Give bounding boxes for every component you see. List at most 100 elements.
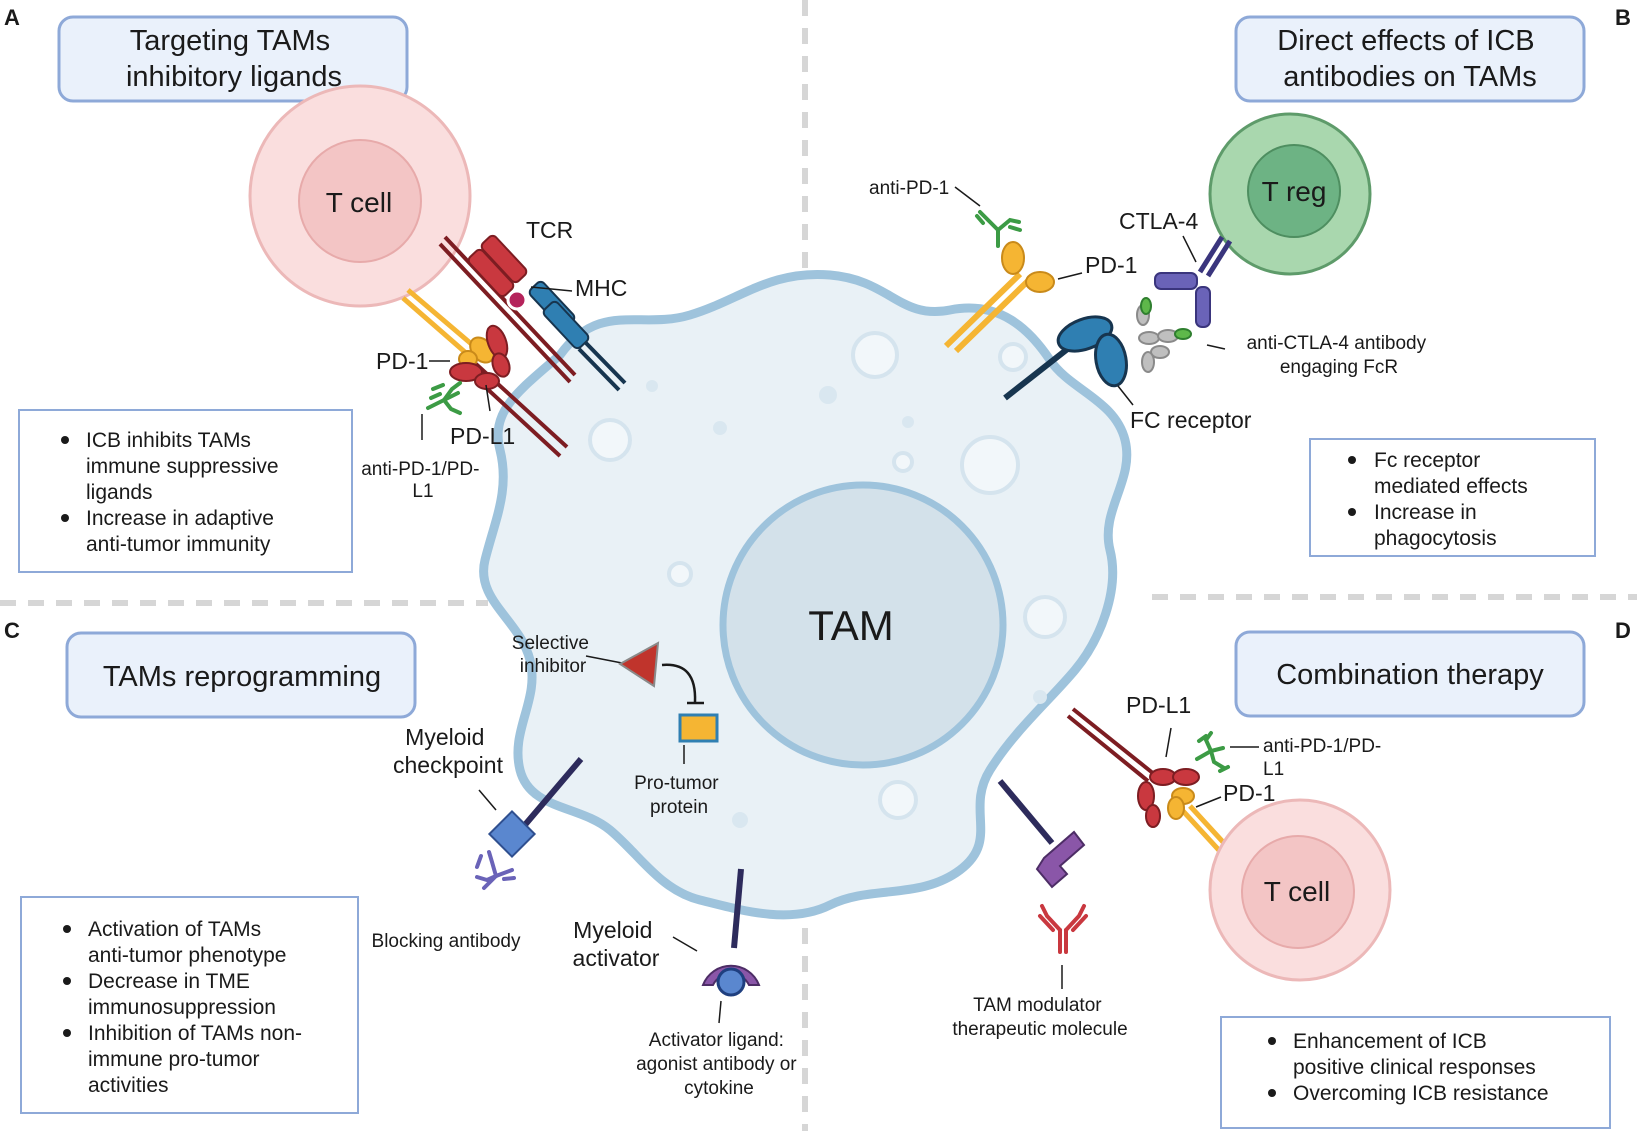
antibody-icon-d (1195, 731, 1230, 773)
panel-b-title: Direct effects of ICB antibodies on TAMs (1277, 25, 1542, 93)
treg-cell: T reg (1208, 112, 1372, 276)
treg-nucleus (1247, 144, 1341, 238)
vesicle (878, 780, 918, 820)
granule (902, 416, 914, 428)
pd1-label-b: PD-1 (1085, 252, 1137, 278)
blocking-antibody-label: Blocking antibody (372, 931, 521, 952)
tam-modulator-icon (1038, 904, 1088, 954)
panel-c-bullet-box (20, 896, 359, 1114)
panel-a-bullet-box (18, 409, 353, 573)
tam-nucleus (719, 481, 1007, 769)
ctla4-label: CTLA-4 (1119, 208, 1198, 234)
t-cell-d: T cell (1208, 798, 1392, 982)
panel-c-title-box (65, 631, 417, 719)
panel-b: B Direct effects of ICB antibodies on TA… (869, 5, 1631, 557)
granule (713, 421, 727, 435)
svg-text:activities: activities (88, 1074, 169, 1097)
anti-pd1-pdl1-label-d: anti-PD-1/PD- L1 (1263, 736, 1387, 780)
antibody-icon-anti-ctla4 (1136, 297, 1192, 373)
svg-text:Inhibition of TAMs non-: Inhibition of TAMs non- (88, 1022, 302, 1045)
myeloid-checkpoint-label: Myeloid checkpoint (393, 724, 504, 778)
t-cell-d-nucleus (1241, 835, 1355, 949)
anti-pd1-label-b: anti-PD-1 (869, 178, 949, 199)
pro-tumor-protein-icon (678, 713, 719, 743)
svg-text:immune pro-tumor: immune pro-tumor (88, 1048, 260, 1071)
myeloid-checkpoint-receptor (487, 757, 584, 859)
svg-text:positive clinical responses: positive clinical responses (1293, 1056, 1536, 1079)
vesicle (998, 342, 1028, 372)
fc-receptor (1003, 315, 1128, 401)
svg-text:Increase in adaptive: Increase in adaptive (86, 507, 274, 530)
tam-label: TAM (808, 602, 894, 649)
tam-modulator-receptor (997, 779, 1086, 889)
pd1-receptor-b (943, 241, 1055, 354)
svg-text:ICB inhibits TAMs: ICB inhibits TAMs (86, 429, 251, 452)
tam-granules (646, 380, 1047, 828)
panel-d-bullets: Enhancement of ICB positive clinical res… (1268, 1030, 1549, 1105)
svg-text:Activation of TAMs: Activation of TAMs (88, 918, 261, 941)
treg-label: T reg (1262, 176, 1327, 207)
vesicle (960, 435, 1020, 495)
antigen-peptide (506, 289, 528, 311)
svg-text:Overcoming ICB resistance: Overcoming ICB resistance (1293, 1082, 1549, 1105)
tam-cell: TAM (479, 269, 1132, 920)
ctla4-receptor (1154, 235, 1233, 328)
panel-c-bullets: Activation of TAMs anti-tumor phenotype … (63, 918, 302, 1097)
panel-letter-a: A (4, 5, 20, 30)
selective-inhibitor-label: Selective inhibitor (512, 633, 594, 677)
t-cell-a-nucleus (298, 139, 422, 263)
panel-letter-d: D (1615, 618, 1631, 643)
panel-a-title-box (57, 15, 409, 103)
vesicle (851, 331, 899, 379)
svg-text:anti-tumor phenotype: anti-tumor phenotype (88, 944, 286, 967)
svg-text:anti-tumor immunity: anti-tumor immunity (86, 533, 271, 556)
panel-d-title: Combination therapy (1276, 659, 1544, 691)
granule (732, 812, 748, 828)
granule (819, 386, 837, 404)
pd1-label-a: PD-1 (376, 348, 428, 374)
vesicle (667, 561, 693, 587)
panel-b-title-box (1234, 15, 1586, 103)
panel-b-bullets: Fc receptor mediated effects Increase in… (1348, 449, 1528, 550)
panel-c-title: TAMs reprogramming (103, 661, 381, 693)
myeloid-activator-label: Myeloid activator (573, 917, 660, 971)
activator-ligand-label: Activator ligand: agonist antibody or cy… (636, 1030, 802, 1099)
panel-a-title: Targeting TAMs inhibitory ligands (126, 25, 342, 93)
svg-text:Decrease in TME: Decrease in TME (88, 970, 250, 993)
svg-text:Fc receptor: Fc receptor (1374, 449, 1480, 472)
panel-b-bullet-box (1309, 438, 1596, 557)
svg-text:ligands: ligands (86, 481, 153, 504)
t-cell-d-label: T cell (1264, 876, 1330, 907)
granule (646, 380, 658, 392)
pdl1-label-a: PD-L1 (450, 423, 515, 449)
activator-ligand-icon (716, 967, 746, 997)
blocking-antibody-icon (475, 850, 516, 890)
panel-c: C TAMs reprogramming Selective inhibitor… (4, 618, 802, 1114)
pdl1-ligand-d (1066, 707, 1200, 828)
pdl1-label-d: PD-L1 (1126, 692, 1191, 718)
svg-text:mediated effects: mediated effects (1374, 475, 1528, 498)
anti-pd1-pdl1-label-a: anti-PD-1/PD- L1 (361, 459, 485, 502)
tam-modulator-label: TAM modulator therapeutic molecule (952, 995, 1127, 1040)
t-cell-a-label: T cell (326, 187, 392, 218)
svg-text:immunosuppression: immunosuppression (88, 996, 276, 1019)
mhc-label: MHC (575, 275, 627, 301)
vesicle (588, 418, 632, 462)
pdl1-ligand-a (449, 324, 569, 458)
granule (1033, 690, 1047, 704)
vesicle (1023, 595, 1067, 639)
panel-d-bullet-box (1220, 1016, 1611, 1129)
svg-text:Increase in: Increase in (1374, 501, 1477, 524)
myeloid-activator-receptor (701, 868, 761, 997)
panel-d-title-box (1234, 630, 1586, 718)
selective-inhibitor-icon (618, 641, 660, 688)
pro-tumor-protein-label: Pro-tumor protein (634, 773, 724, 818)
panel-d: D Combination therapy PD-L1 a (952, 618, 1631, 1129)
panel-letter-b: B (1615, 5, 1631, 30)
panel-letter-c: C (4, 618, 20, 643)
svg-text:immune suppressive: immune suppressive (86, 455, 279, 478)
panel-a-bullets: ICB inhibits TAMs immune suppressive lig… (61, 429, 279, 556)
svg-text:Enhancement of ICB: Enhancement of ICB (1293, 1030, 1487, 1053)
